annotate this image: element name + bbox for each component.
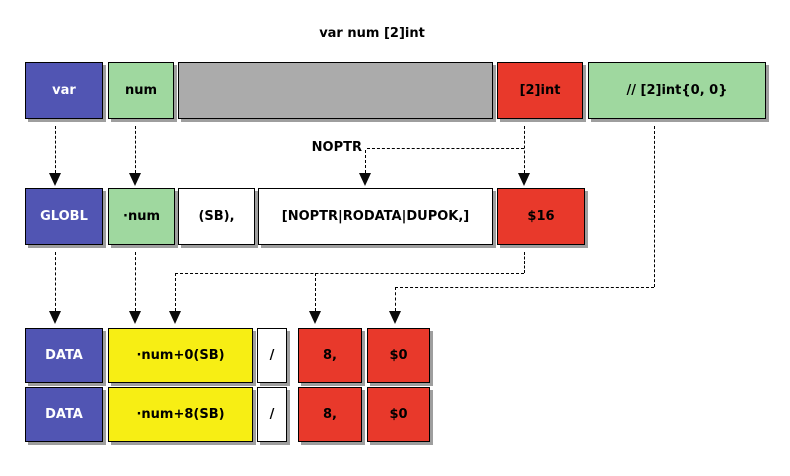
box-var-keyword: var	[25, 62, 103, 119]
line-num-to-symbol	[135, 126, 136, 173]
line-size-horizontal	[175, 273, 524, 274]
arrow-size-to-data-width-icon	[309, 311, 321, 324]
box-globl-symbol: ·num	[108, 188, 175, 245]
line-comment-horizontal	[395, 287, 654, 288]
box-globl-keyword: GLOBL	[25, 188, 103, 245]
line-var-to-globl	[55, 126, 56, 173]
line-size-to-data-symbol	[175, 273, 176, 311]
box-data0-value: $0	[367, 328, 430, 383]
box-data1-width: 8,	[298, 387, 362, 442]
box-globl-sb: (SB),	[178, 188, 255, 245]
box-data0-keyword: DATA	[25, 328, 103, 383]
box-var-comment: // [2]int{0, 0}	[588, 62, 766, 119]
line-noptr-to-flags	[365, 150, 366, 173]
arrow-num-to-symbol-icon	[129, 173, 141, 186]
box-data0-width: 8,	[298, 328, 362, 383]
noptr-connector-label: NOPTR	[311, 140, 362, 155]
arrow-symbol-to-data-symbol-icon	[129, 311, 141, 324]
arrow-noptr-to-flags-icon	[359, 173, 371, 186]
box-globl-flags: [NOPTR|RODATA|DUPOK,]	[258, 188, 493, 245]
box-data1-symbol: ·num+8(SB)	[108, 387, 253, 442]
box-data0-slash: /	[257, 328, 287, 383]
diagram-title: var num [2]int	[319, 26, 425, 41]
line-size-to-data-width	[315, 273, 316, 311]
line-type-to-size	[524, 126, 525, 173]
arrow-size-to-data-symbol-icon	[169, 311, 181, 324]
line-globl-to-data	[55, 252, 56, 311]
box-data0-symbol: ·num+0(SB)	[108, 328, 253, 383]
line-comment-to-data-value	[395, 287, 396, 311]
line-size-down	[524, 252, 525, 273]
arrow-comment-to-data-value-icon	[389, 311, 401, 324]
line-comment-down	[654, 126, 655, 287]
box-var-type: [2]int	[497, 62, 583, 119]
box-spacer	[178, 62, 493, 119]
line-symbol-to-data-symbol	[135, 252, 136, 311]
arrow-var-to-globl-icon	[49, 173, 61, 186]
box-data1-keyword: DATA	[25, 387, 103, 442]
box-var-name: num	[108, 62, 174, 119]
box-data1-slash: /	[257, 387, 287, 442]
arrow-type-to-size-icon	[518, 173, 530, 186]
line-noptr-horizontal	[367, 148, 524, 149]
box-globl-size: $16	[497, 188, 585, 245]
arrow-globl-to-data-icon	[49, 311, 61, 324]
box-data1-value: $0	[367, 387, 430, 442]
